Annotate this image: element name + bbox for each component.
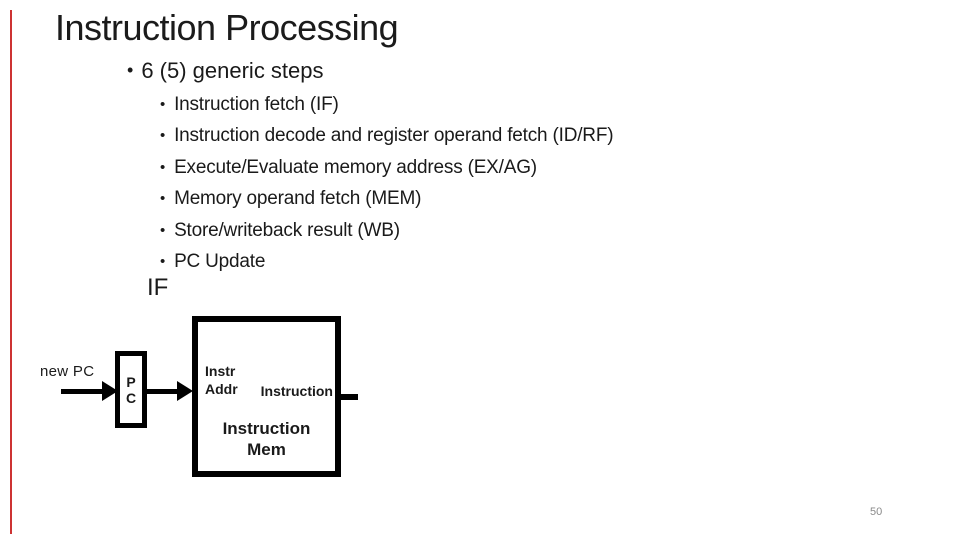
instr-addr-line1: Instr: [205, 363, 236, 379]
instruction-mem-name-line1: Instruction: [222, 419, 311, 438]
bullet-glyph: •: [127, 60, 134, 80]
bullet-glyph: •: [160, 190, 166, 208]
sub-bullet-text: Memory operand fetch (MEM): [174, 188, 422, 210]
instruction-mem-name: Instruction Mem: [198, 418, 335, 460]
instr-addr-line2: Addr: [205, 381, 238, 397]
instruction-mem-box: Instr Addr Instruction Instruction Mem: [192, 316, 341, 477]
instruction-output-port-label: Instruction: [260, 383, 333, 399]
instr-addr-port-label: Instr Addr: [205, 362, 238, 398]
main-bullet-line: • 6 (5) generic steps: [127, 57, 324, 84]
sub-bullet-list: • Instruction fetch (IF) • Instruction d…: [160, 89, 614, 277]
main-bullet-text: 6 (5) generic steps: [141, 58, 324, 83]
new-pc-arrow-line: [61, 389, 106, 394]
bullet-glyph: •: [160, 127, 166, 145]
sub-bullet-text: Instruction fetch (IF): [174, 94, 339, 115]
bullet-glyph: •: [160, 96, 166, 113]
bullet-glyph: •: [160, 252, 166, 270]
pc-to-mem-arrowhead-icon: [177, 381, 193, 401]
slide-title: Instruction Processing: [55, 7, 399, 48]
sub-bullet-text: Store/writeback result (WB): [174, 219, 400, 241]
new-pc-label: new PC: [40, 363, 95, 380]
list-item: • Instruction decode and register operan…: [160, 120, 614, 151]
sub-bullet-text: Execute/Evaluate memory address (EX/AG): [174, 156, 537, 178]
page-number: 50: [870, 506, 883, 518]
bullet-glyph: •: [160, 158, 166, 176]
stage-label-if: IF: [147, 274, 169, 301]
list-item: • Execute/Evaluate memory address (EX/AG…: [160, 152, 613, 183]
pc-register-letter-p: P: [126, 373, 136, 390]
list-item: • Store/writeback result (WB): [160, 215, 613, 246]
left-accent-line: [10, 10, 12, 534]
new-pc-arrowhead-icon: [102, 381, 118, 401]
list-item: • Memory operand fetch (MEM): [160, 183, 613, 214]
list-item: • PC Update: [160, 246, 613, 277]
pc-register-box: P C: [115, 351, 147, 428]
instruction-output-line: [341, 394, 358, 400]
pc-register-letter-c: C: [125, 389, 137, 406]
sub-bullet-text: Instruction decode and register operand …: [174, 125, 614, 147]
pc-to-mem-arrow-line: [147, 389, 180, 394]
sub-bullet-text: PC Update: [174, 250, 266, 272]
list-item: • Instruction fetch (IF): [160, 89, 613, 120]
instruction-mem-name-line2: Mem: [247, 440, 286, 459]
bullet-glyph: •: [160, 221, 166, 239]
